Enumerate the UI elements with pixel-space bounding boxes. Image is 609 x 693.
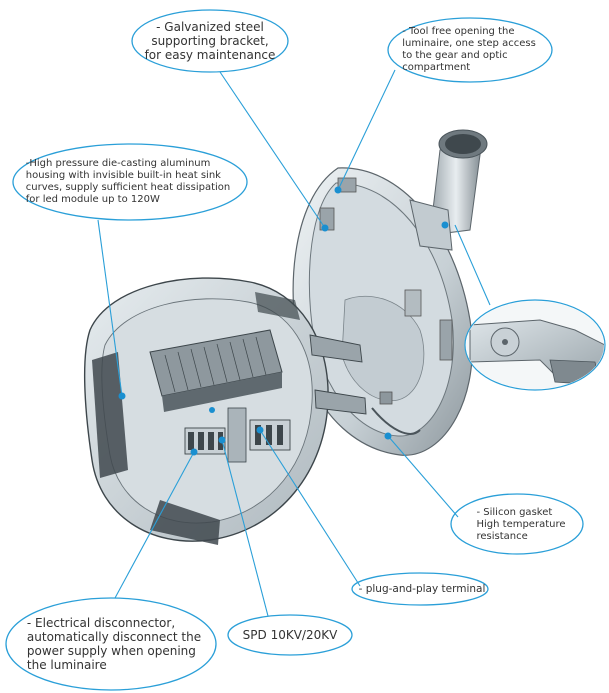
bracket-pipe (409, 129, 488, 251)
leader-lines (97, 69, 491, 617)
detail-inset (464, 299, 606, 391)
leader-gasket (387, 435, 459, 518)
callout-plug-and-play-text: - plug-and-play terminal (358, 582, 486, 595)
luminaire-housing (83, 277, 367, 545)
callout-spd: SPD 10KV/20KV (230, 620, 350, 650)
callout-frame-bracket (131, 9, 289, 73)
leader-dots (118, 186, 449, 456)
callout-spd-text: SPD 10KV/20KV (242, 627, 338, 642)
callout-gasket-text: - Silicon gasket High temperature resist… (476, 507, 566, 542)
callout-tool-free: - Tool free opening the luminaire, one s… (393, 24, 545, 76)
callout-frame-spd (227, 614, 353, 656)
driver-block (149, 329, 283, 412)
callout-disconnector-text: - Electrical disconnector, automatically… (26, 616, 202, 672)
callout-gasket: - Silicon gasket High temperature resist… (462, 500, 580, 550)
leader-bracket (219, 71, 326, 229)
callout-disconnector: - Electrical disconnector, automatically… (16, 600, 212, 688)
callout-bracket: - Galvanized steel supporting bracket, f… (140, 12, 280, 70)
callout-frame-housing (12, 143, 248, 221)
callout-tool-free-text: - Tool free opening the luminaire, one s… (402, 26, 536, 73)
callout-frame-plug (351, 572, 489, 606)
leader-housing (97, 219, 123, 397)
leader-disconnector (114, 451, 195, 599)
leader-inset (454, 224, 491, 306)
callout-frame-tool-free (387, 17, 553, 83)
callout-frame-gasket (450, 493, 584, 555)
callout-bracket-text: - Galvanized steel supporting bracket, f… (144, 20, 276, 62)
leader-plug (259, 429, 361, 587)
leader-tool-free (337, 69, 396, 191)
callout-plug-and-play: - plug-and-play terminal (358, 576, 486, 602)
callout-frames (5, 9, 584, 691)
callout-frame-disconnector (5, 597, 217, 691)
callout-housing-text: -High pressure die-casting aluminum hous… (25, 158, 231, 205)
leader-spd (221, 439, 269, 617)
callout-housing: -High pressure die-casting aluminum hous… (23, 150, 233, 214)
